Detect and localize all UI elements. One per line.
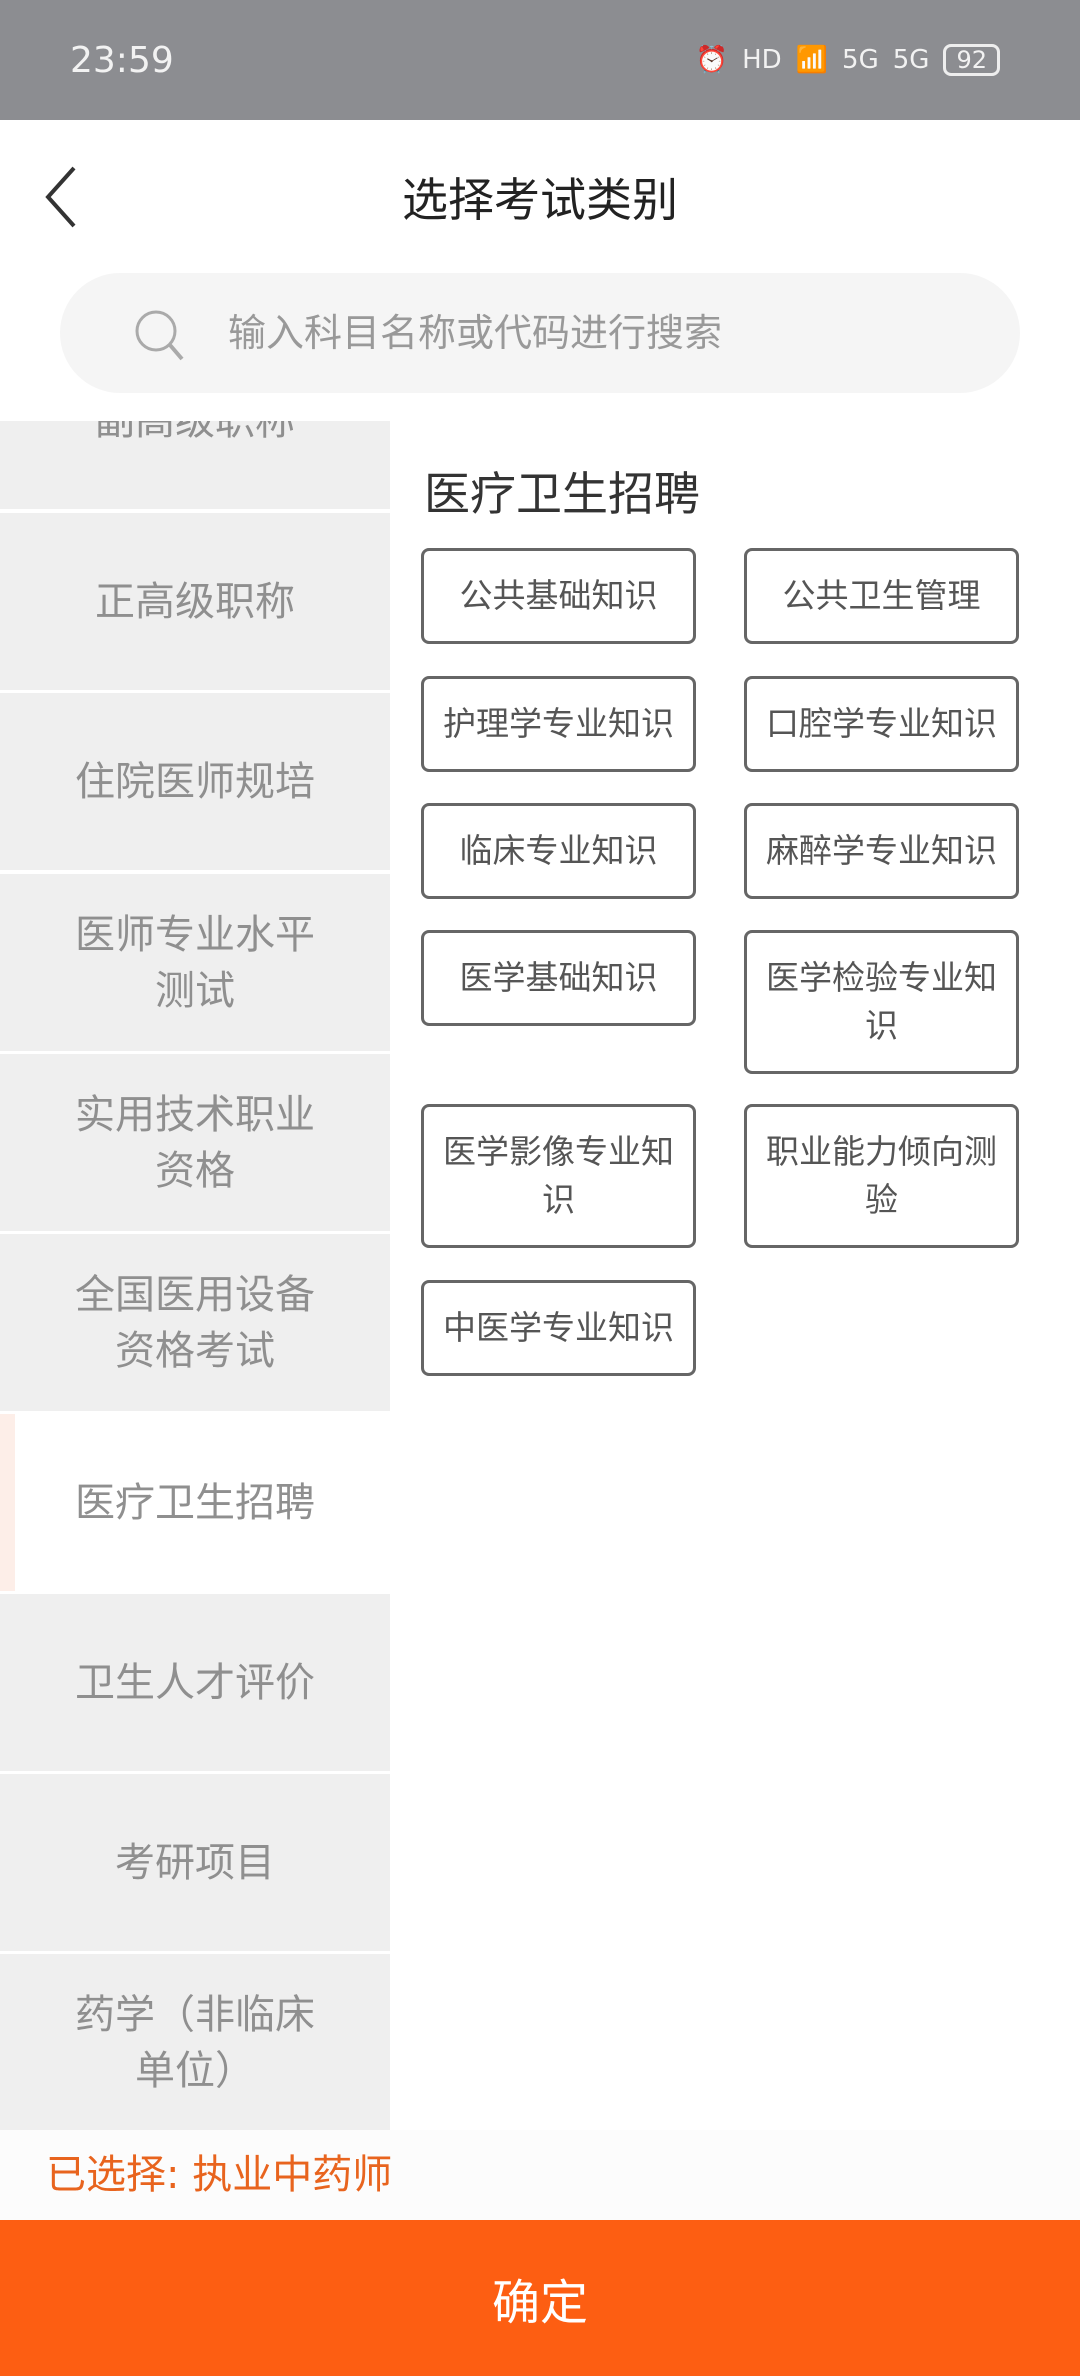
exam-option-button[interactable]: 公共卫生管理 <box>744 548 1019 644</box>
sidebar-item-label: 副高级职称 <box>95 421 295 449</box>
battery-icon: 92 <box>943 44 1000 76</box>
sidebar-item[interactable]: 住院医师规培 <box>0 693 390 870</box>
exam-option-button[interactable]: 中医学专业知识 <box>421 1280 696 1376</box>
section-title: 医疗卫生招聘 <box>424 467 700 521</box>
search-icon <box>135 310 184 361</box>
exam-option-button[interactable]: 护理学专业知识 <box>421 676 696 772</box>
exam-option-button[interactable]: 医学影像专业知识 <box>421 1104 696 1248</box>
chevron-left-icon <box>45 166 76 228</box>
sidebar-item[interactable]: 副高级职称 <box>0 421 390 509</box>
selected-summary: 已选择: 执业中药师 <box>0 2130 1080 2220</box>
exam-option-button[interactable]: 公共基础知识 <box>421 548 696 644</box>
exam-option-button[interactable]: 职业能力倾向测验 <box>744 1104 1019 1248</box>
header: 选择考试类别 <box>0 120 1080 270</box>
confirm-button[interactable]: 确定 <box>0 2220 1080 2376</box>
signal-5g-icon: 5G <box>842 45 879 75</box>
hd-icon: HD <box>742 45 782 75</box>
sidebar-item[interactable]: 卫生人才评价 <box>0 1594 390 1771</box>
search-bar[interactable] <box>60 273 1020 393</box>
search-input[interactable] <box>228 273 988 393</box>
sidebar-item-label: 考研项目 <box>115 1839 275 1886</box>
exam-option-button[interactable]: 医学基础知识 <box>421 930 696 1026</box>
sidebar-item[interactable]: 考研项目 <box>0 1774 390 1951</box>
alarm-icon: ⏰ <box>695 45 729 75</box>
category-sidebar[interactable]: 副高级职称正高级职称住院医师规培医师专业水平测试实用技术职业资格全国医用设备资格… <box>0 421 390 2130</box>
sidebar-item-label: 医师专业水平测试 <box>75 911 315 1014</box>
sidebar-item[interactable]: 正高级职称 <box>0 513 390 690</box>
page-title: 选择考试类别 <box>402 173 678 227</box>
signal-5g-icon: 5G <box>892 45 930 75</box>
sidebar-item[interactable]: 药学（非临床单位） <box>0 1954 390 2130</box>
sidebar-item-label: 卫生人才评价 <box>75 1659 315 1706</box>
sidebar-item[interactable]: 医师专业水平测试 <box>0 874 390 1051</box>
status-bar: 23:59 ⏰ HD 📶 5G 5G 92 <box>0 0 1080 120</box>
back-button[interactable] <box>40 160 90 230</box>
exam-option-button[interactable]: 麻醉学专业知识 <box>744 803 1019 899</box>
sidebar-item[interactable]: 实用技术职业资格 <box>0 1054 390 1231</box>
sidebar-item-label: 住院医师规培 <box>75 758 315 805</box>
exam-option-button[interactable]: 临床专业知识 <box>421 803 696 899</box>
sidebar-item-label: 实用技术职业资格 <box>75 1091 315 1194</box>
sidebar-item-label: 全国医用设备资格考试 <box>75 1271 315 1374</box>
exam-option-button[interactable]: 口腔学专业知识 <box>744 676 1019 772</box>
sidebar-item-label: 医疗卫生招聘 <box>75 1479 315 1526</box>
wifi-icon: 📶 <box>795 45 829 75</box>
sidebar-item[interactable]: 医疗卫生招聘 <box>0 1414 390 1591</box>
sidebar-item-label: 正高级职称 <box>95 578 295 625</box>
status-time: 23:59 <box>70 40 174 81</box>
sidebar-item-label: 药学（非临床单位） <box>75 1991 315 2094</box>
exam-option-button[interactable]: 医学检验专业知识 <box>744 930 1019 1074</box>
sidebar-item[interactable]: 全国医用设备资格考试 <box>0 1234 390 1411</box>
